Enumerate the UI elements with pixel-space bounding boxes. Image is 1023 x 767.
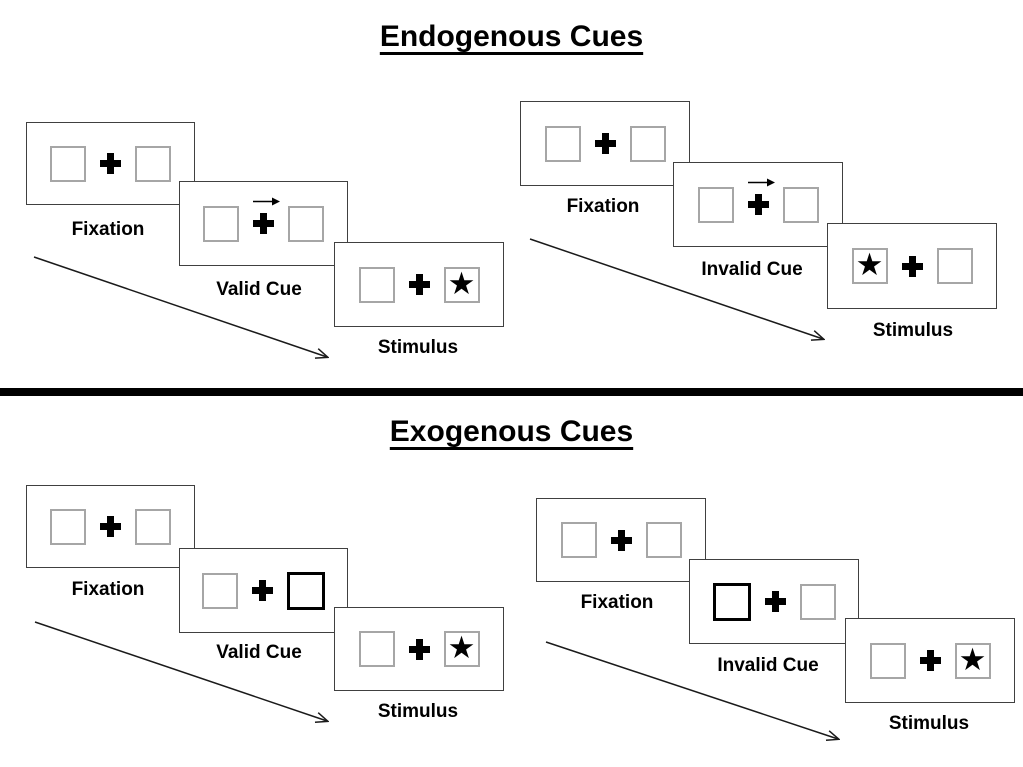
- left-box: [50, 508, 86, 545]
- cue-cluster: [253, 197, 280, 234]
- fixation-cross-icon: [100, 153, 121, 174]
- right-box: [288, 205, 324, 242]
- left-box: [202, 572, 238, 609]
- fixation-cross-icon: [747, 194, 769, 215]
- fixation-cross-icon: [253, 213, 274, 234]
- star-icon: ★: [958, 641, 987, 678]
- cued-left-box: [712, 582, 751, 621]
- left-box: [697, 186, 734, 223]
- fixation-cross-icon: [408, 638, 430, 660]
- panel-label: Stimulus: [377, 701, 459, 722]
- fixation-panel: [26, 122, 195, 205]
- right-box: [645, 522, 682, 558]
- fixation-cross-icon: [901, 255, 923, 277]
- left-box: [544, 125, 581, 162]
- right-box: [135, 508, 171, 545]
- time-arrow: [529, 238, 829, 345]
- right-box-with-star: ★: [443, 630, 480, 667]
- invalid-cue-panel: [689, 559, 859, 644]
- stimulus-panel: ★: [334, 607, 504, 691]
- left-box: [869, 642, 906, 679]
- fixation-cross-icon: [408, 274, 430, 295]
- stimulus-panel: ★: [845, 618, 1015, 703]
- right-box: [936, 248, 973, 284]
- fixation-cross-icon: [919, 650, 941, 671]
- panel-label: Stimulus: [872, 320, 954, 341]
- right-box-with-star: ★: [954, 641, 991, 679]
- stimulus-panel: ★: [827, 223, 997, 309]
- section-divider: [0, 388, 1023, 396]
- invalid-cue-panel: [673, 162, 843, 247]
- fixation-cross-icon: [764, 591, 786, 612]
- right-box: [799, 583, 836, 620]
- time-arrow: [34, 621, 334, 727]
- panel-label: Invalid Cue: [717, 655, 819, 676]
- stimulus-panel: ★: [334, 242, 504, 327]
- panel-label: Valid Cue: [216, 642, 302, 663]
- time-arrow: [545, 641, 845, 745]
- valid-cue-panel: [179, 181, 348, 266]
- panel-label: Stimulus: [888, 713, 970, 734]
- left-box: [358, 631, 395, 667]
- fixation-panel: [26, 485, 195, 568]
- star-icon: ★: [447, 630, 476, 666]
- left-box-with-star: ★: [851, 247, 888, 284]
- section-title-endogenous: Endogenous Cues: [379, 20, 644, 53]
- fixation-cross-icon: [100, 516, 121, 537]
- right-arrow-icon: [253, 197, 280, 206]
- star-icon: ★: [855, 247, 884, 283]
- left-box: [358, 266, 395, 303]
- right-box: [782, 186, 819, 223]
- right-box: [135, 145, 171, 182]
- valid-cue-panel: [179, 548, 348, 633]
- panel-label: Valid Cue: [216, 279, 302, 300]
- panel-label: Fixation: [71, 579, 145, 600]
- fixation-cross-icon: [252, 580, 273, 601]
- panel-label: Fixation: [580, 592, 654, 613]
- time-arrow: [33, 256, 333, 363]
- right-arrow-icon: [747, 178, 775, 187]
- right-box: [629, 125, 666, 162]
- panel-label: Fixation: [71, 219, 145, 240]
- panel-label: Fixation: [566, 196, 640, 217]
- right-box-with-star: ★: [443, 265, 480, 303]
- cued-right-box: [287, 571, 325, 610]
- fixation-panel: [536, 498, 706, 582]
- panel-label: Invalid Cue: [701, 259, 803, 280]
- left-box: [203, 205, 239, 242]
- fixation-cross-icon: [594, 133, 616, 154]
- fixation-cross-icon: [610, 529, 632, 551]
- left-box: [560, 522, 597, 558]
- cue-cluster: [747, 178, 775, 215]
- section-title-exogenous: Exogenous Cues: [389, 415, 634, 448]
- panel-label: Stimulus: [377, 337, 459, 358]
- star-icon: ★: [447, 265, 476, 302]
- left-box: [50, 145, 86, 182]
- fixation-panel: [520, 101, 690, 186]
